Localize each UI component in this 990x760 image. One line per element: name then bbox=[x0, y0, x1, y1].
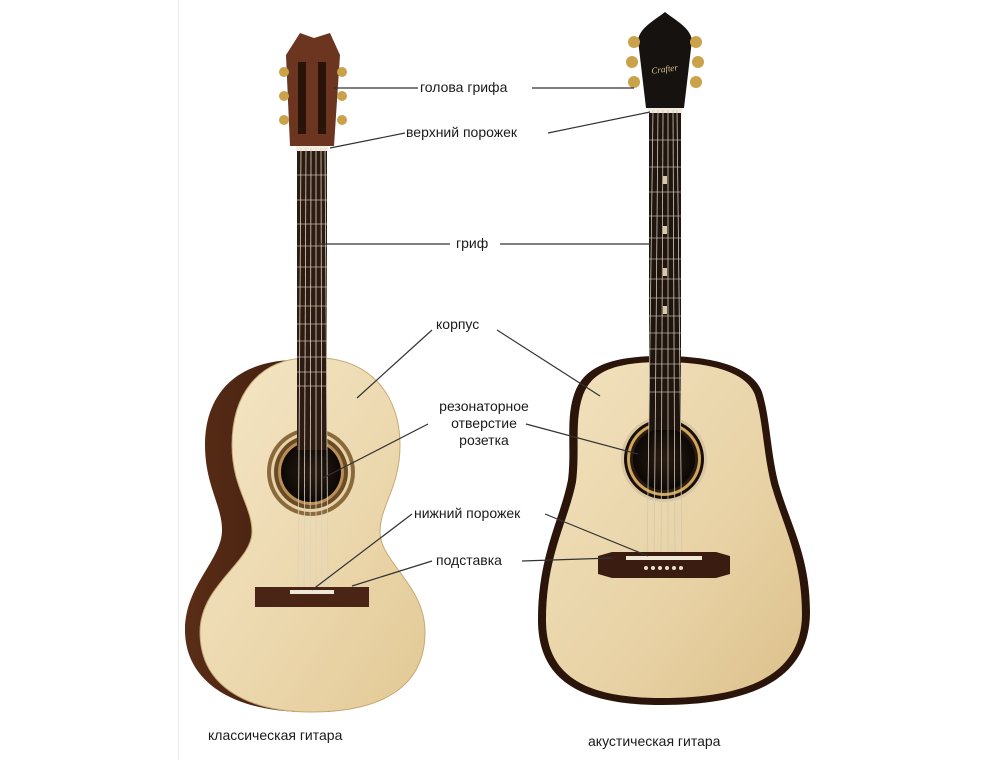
acoustic-bridge-pins bbox=[644, 566, 683, 570]
leader-nut-left bbox=[329, 132, 406, 149]
classical-bridge bbox=[255, 587, 369, 607]
acoustic-frets bbox=[649, 139, 681, 393]
leader-lines bbox=[311, 87, 651, 591]
acoustic-bridge bbox=[598, 552, 730, 578]
leader-body-right bbox=[496, 329, 601, 397]
classical-top bbox=[199, 357, 426, 713]
acoustic-saddle bbox=[626, 556, 702, 560]
classical-strings bbox=[297, 147, 329, 601]
classical-frets bbox=[297, 174, 327, 387]
leader-body-left bbox=[356, 329, 433, 399]
classical-guitar bbox=[185, 33, 426, 713]
label-soundhole-line1: резонаторное bbox=[439, 398, 529, 414]
acoustic-inlays bbox=[663, 176, 667, 314]
leader-bridge-left bbox=[351, 560, 433, 587]
classical-saddle bbox=[290, 590, 334, 594]
acoustic-guitar: Crafter bbox=[538, 12, 810, 705]
leader-saddle-left bbox=[311, 513, 413, 591]
caption-classical: классическая гитара bbox=[208, 727, 343, 743]
leader-soundhole-left bbox=[322, 423, 429, 479]
label-soundhole: резонаторное отверстие розетка bbox=[424, 398, 544, 449]
acoustic-nut bbox=[648, 108, 682, 113]
leader-soundhole-right bbox=[525, 423, 639, 455]
label-soundhole-line2: отверстие bbox=[451, 415, 517, 431]
leader-nut-right bbox=[547, 111, 651, 134]
label-soundhole-line3: розетка bbox=[459, 432, 509, 448]
label-nut: верхний порожек bbox=[406, 124, 518, 140]
label-neck: гриф bbox=[456, 235, 489, 251]
label-headstock: голова грифа bbox=[420, 79, 508, 95]
image-edge-divider bbox=[178, 0, 179, 760]
acoustic-tuners bbox=[626, 36, 704, 88]
classical-nut bbox=[296, 146, 328, 151]
leader-saddle-right bbox=[544, 513, 649, 557]
caption-acoustic: акустическая гитара bbox=[588, 733, 721, 749]
leader-bridge-right bbox=[521, 557, 613, 562]
label-bridge: подставка bbox=[436, 552, 502, 568]
label-body: корпус bbox=[436, 316, 480, 332]
acoustic-headstock bbox=[638, 12, 692, 108]
classical-tuners bbox=[279, 67, 347, 125]
acoustic-strings bbox=[646, 109, 683, 567]
acoustic-soundhole bbox=[633, 428, 695, 490]
label-saddle: нижний порожек bbox=[414, 505, 521, 521]
classical-headstock bbox=[286, 33, 340, 146]
acoustic-logo: Crafter bbox=[651, 62, 679, 76]
classical-soundhole bbox=[281, 442, 341, 502]
classical-fretboard bbox=[297, 150, 327, 450]
